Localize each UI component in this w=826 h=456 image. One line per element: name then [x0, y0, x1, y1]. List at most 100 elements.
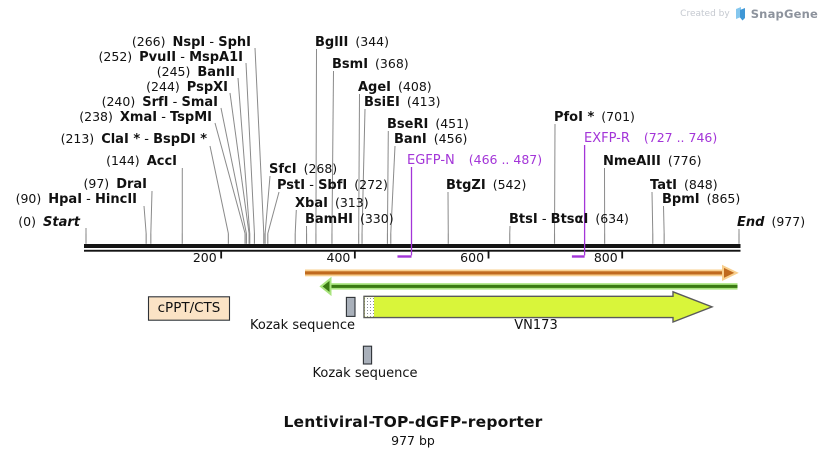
site-label[interactable]: (144)AccI [106, 152, 177, 169]
site-label[interactable]: (90)HpaI - HincII [16, 191, 137, 207]
site-label[interactable]: (238)XmaI - TspMI [79, 109, 212, 125]
site-label[interactable]: (97)DraI [84, 176, 147, 192]
ruler-label: 200 [192, 249, 217, 265]
feature-forward-primer-track-head [722, 264, 739, 281]
site-label[interactable]: (252)PvuII - MspA1I [98, 48, 243, 65]
site-position: (330) [359, 210, 394, 226]
site-label[interactable]: BsmI(368) [332, 56, 409, 72]
leader-line [331, 70, 334, 234]
site-label[interactable]: (244)PspXI [146, 78, 228, 95]
primer-name: EXFP-R [584, 130, 630, 146]
site-position: (776) [667, 152, 702, 168]
site-label[interactable]: (240)SrfI - SmaI [102, 94, 218, 110]
site-label[interactable]: XbaI(313) [295, 194, 369, 211]
primer-label[interactable]: EXFP-R (727 .. 746) [584, 129, 718, 146]
enzyme-name: End [737, 214, 765, 230]
leader-line [651, 191, 654, 234]
enzyme-name: NspI [172, 34, 206, 50]
leader-line [315, 48, 317, 234]
created-by-text: Created by [680, 8, 730, 19]
site-label[interactable]: BpmI(865) [662, 191, 740, 207]
enzyme-name: ClaI * [101, 131, 141, 147]
site-position: (268) [303, 160, 338, 176]
feature-label-kozak-2: Kozak sequence [312, 365, 418, 381]
site-position: (542) [492, 176, 527, 192]
enzyme-name: XmaI [119, 109, 158, 125]
site-name-separator: - [205, 34, 219, 50]
site-position: (0) [18, 213, 37, 229]
feature-vn173[interactable] [363, 290, 714, 324]
enzyme-name: BsmI [332, 56, 369, 72]
map-title-block: Lentiviral-TOP-dGFP-reporter 977 bp [0, 413, 826, 448]
enzyme-name: BspDI * [153, 131, 207, 147]
site-position: (313) [334, 194, 369, 210]
snapgene-branding: Created by SnapGene [680, 6, 818, 21]
leader-line [150, 190, 153, 234]
site-label[interactable]: (0) Start [18, 213, 80, 230]
site-position: (272) [354, 176, 388, 192]
site-position: (408) [398, 78, 432, 94]
leader-line [214, 122, 246, 234]
primer-range: (727 .. 746) [643, 129, 718, 145]
feature-cppt-cts[interactable] [147, 296, 231, 321]
site-position: (244) [146, 78, 180, 94]
enzyme-name: SrfI [142, 94, 169, 110]
site-label[interactable]: BglII(344) [315, 34, 389, 50]
sequence-line-2 [84, 249, 741, 252]
site-label[interactable]: End(977) [737, 214, 805, 230]
site-label[interactable]: BtgZI (542) [446, 176, 527, 193]
enzyme-name: BtsαI [550, 211, 589, 227]
ruler-tick [621, 250, 624, 259]
enzyme-name: Start [43, 214, 80, 230]
enzyme-name: AgeI [358, 79, 392, 95]
site-label[interactable]: SfcI (268) [269, 160, 338, 177]
site-name-separator: - [537, 211, 551, 227]
enzyme-name: TatI [650, 177, 678, 193]
leader-line [237, 77, 251, 234]
ruler-label: 400 [326, 249, 351, 265]
site-label[interactable]: BanI(456) [394, 130, 468, 147]
site-label[interactable]: BtsI - BtsαI(634) [509, 211, 629, 227]
enzyme-name: BpmI [662, 191, 700, 207]
site-position: (252) [98, 48, 133, 64]
site-label[interactable]: BamHI(330) [305, 210, 394, 227]
enzyme-name: BtgZI [446, 177, 486, 193]
primer-range-bar[interactable] [397, 255, 412, 258]
site-position: (456) [433, 130, 468, 146]
site-label[interactable]: PstI - SbfI(272) [277, 176, 388, 193]
enzyme-name: TspMI [170, 109, 212, 125]
leader-line [245, 62, 255, 234]
feature-reverse-primer-track-head [319, 276, 332, 297]
ruler-tick [487, 250, 490, 259]
enzyme-name: BsiEI [364, 94, 400, 110]
leader-line [663, 205, 665, 234]
site-label[interactable]: NmeAIII(776) [603, 152, 702, 169]
site-label[interactable]: (213)ClaI * - BspDI * [61, 131, 207, 147]
primer-label[interactable]: EGFP-N(466 .. 487) [407, 151, 543, 168]
site-position: (144) [106, 152, 140, 168]
site-label[interactable]: PfoI *(701) [554, 109, 635, 125]
map-title: Lentiviral-TOP-dGFP-reporter [283, 413, 543, 431]
site-label[interactable]: BsiEI(413) [364, 94, 440, 110]
site-label[interactable]: TatI(848) [650, 177, 718, 193]
leader-line [229, 92, 250, 234]
site-label[interactable]: AgeI (408) [358, 78, 432, 95]
site-label[interactable]: BseRI(451) [387, 116, 469, 132]
primer-range-bar[interactable] [571, 255, 585, 258]
leader-line [264, 175, 271, 234]
feature-label-cppt-cts: cPPT/CTS [157, 300, 221, 317]
feature-kozak-2[interactable] [362, 345, 373, 365]
site-label[interactable]: (245)BanII [156, 63, 235, 80]
snapgene-logo-icon [735, 7, 745, 21]
site-label[interactable]: (266)NspI - SphI [132, 34, 251, 50]
primer-range: (466 .. 487) [468, 151, 543, 167]
feature-label-vn173: VN173 [514, 317, 558, 333]
enzyme-name: PfoI * [554, 109, 595, 125]
enzyme-name: PvuII [139, 49, 177, 65]
ruler-label: 600 [460, 249, 485, 265]
enzyme-name: PstI [277, 177, 306, 193]
enzyme-name: SfcI [269, 161, 297, 177]
feature-kozak-1[interactable] [345, 296, 356, 317]
site-position: (245) [156, 63, 191, 79]
